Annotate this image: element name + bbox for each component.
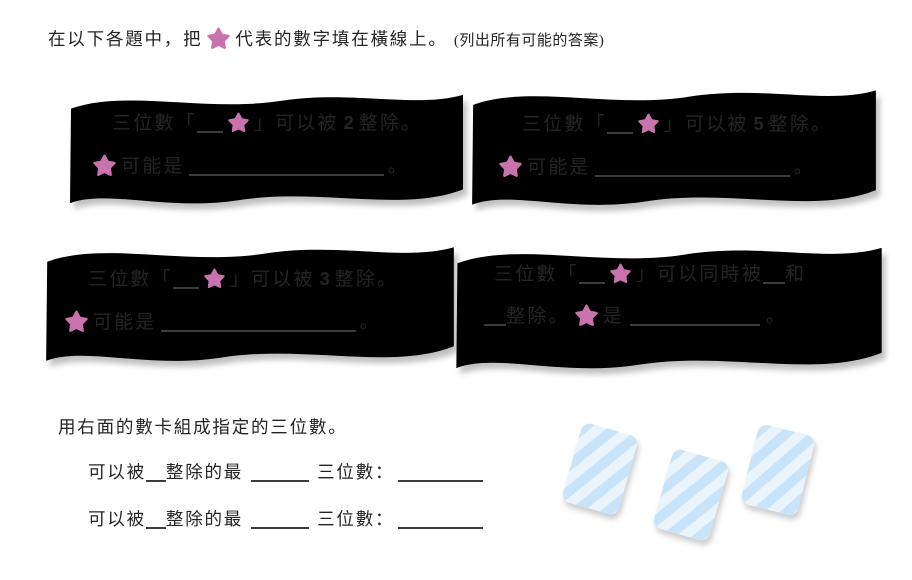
star-icon: [65, 310, 88, 332]
question-text: 」可以被: [229, 269, 315, 290]
answer-line: 可能是 。: [42, 307, 458, 339]
question-text: 三位數「: [112, 113, 197, 134]
answer-blank[interactable]: [188, 155, 384, 176]
max-min-blank[interactable]: [251, 510, 310, 529]
answer-blank[interactable]: [398, 463, 484, 482]
question-text: 和: [785, 264, 807, 285]
line-text: 三位數：: [317, 509, 395, 529]
question-text: 整除。: [768, 114, 833, 135]
question-text: 三位數「: [522, 114, 607, 135]
title-note: (列出所有可能的答案): [453, 33, 605, 49]
divisor-number: 5: [753, 114, 764, 134]
star-icon: [207, 27, 231, 49]
question-text: 」可以被: [253, 113, 339, 134]
answer-prompt: 可能是: [93, 312, 157, 333]
star-icon: [228, 112, 249, 133]
question-line-1: 三位數「 」可以同時被和: [452, 259, 886, 291]
answer-blank[interactable]: [160, 311, 356, 332]
line-text: 可以被: [88, 462, 146, 482]
question-text: 」可以同時被: [635, 264, 764, 285]
question-text: 」可以被: [663, 114, 749, 135]
star-icon: [499, 155, 522, 177]
number-card-2[interactable]: [651, 447, 731, 543]
question-text: 整除。: [506, 306, 570, 327]
line-text: 三位數：: [317, 462, 395, 482]
title-text-post: 代表的數字填在橫線上。: [235, 29, 448, 49]
line-text: 可以被: [88, 509, 146, 529]
answer-prompt: 可能是: [527, 157, 591, 178]
question-text: 整除。: [334, 269, 399, 290]
star-icon: [204, 268, 225, 289]
star-icon: [574, 304, 598, 326]
star-icon: [610, 263, 631, 284]
line-text: 整除的最: [165, 462, 244, 482]
divisor-number: 3: [319, 269, 330, 289]
star-icon: [638, 113, 659, 134]
fill-in-line-2: 可以被整除的最 三位數：: [88, 506, 484, 531]
answer-period: 。: [793, 157, 815, 178]
answer-period: 。: [765, 306, 788, 327]
max-min-blank[interactable]: [251, 463, 310, 482]
answer-line: 可能是 。: [66, 151, 467, 183]
question-text: 整除。: [358, 113, 423, 134]
line-text: 整除的最: [165, 509, 244, 529]
worksheet-title: 在以下各題中，把 代表的數字填在橫線上。 (列出所有可能的答案): [48, 26, 604, 51]
number-card-1[interactable]: [560, 421, 640, 517]
fill-in-line-1: 可以被整除的最 三位數：: [88, 459, 484, 484]
answer-blank[interactable]: [629, 305, 760, 326]
digit-blank[interactable]: [606, 113, 633, 134]
digit-blank[interactable]: [578, 263, 605, 284]
divisor-blank[interactable]: [145, 463, 166, 482]
answer-line: 可能是 。: [468, 152, 880, 184]
divisor-blank-1[interactable]: [763, 263, 786, 284]
star-icon: [93, 154, 116, 176]
divisor-number: 2: [343, 113, 354, 133]
question-card-divisible-by-both: 三位數「 」可以同時被和 整除。 是 。: [452, 237, 886, 379]
question-text: 三位數「: [88, 269, 173, 290]
divisor-blank[interactable]: [145, 510, 166, 529]
answer-blank[interactable]: [594, 156, 790, 177]
digit-blank[interactable]: [196, 112, 223, 133]
title-text-pre: 在以下各題中，把: [48, 29, 203, 49]
answer-line: 整除。 是 。: [452, 301, 886, 333]
number-card-3[interactable]: [739, 423, 817, 517]
digit-blank[interactable]: [172, 268, 199, 289]
answer-period: 。: [359, 312, 381, 333]
answer-blank[interactable]: [398, 510, 484, 529]
answer-prompt: 可能是: [121, 156, 185, 177]
question-text: 三位數「: [494, 264, 579, 285]
answer-prompt: 是: [602, 306, 624, 327]
divisor-blank-2[interactable]: [484, 305, 506, 326]
answer-period: 。: [387, 156, 409, 177]
section2-instruction: 用右面的數卡組成指定的三位數。: [58, 417, 348, 437]
